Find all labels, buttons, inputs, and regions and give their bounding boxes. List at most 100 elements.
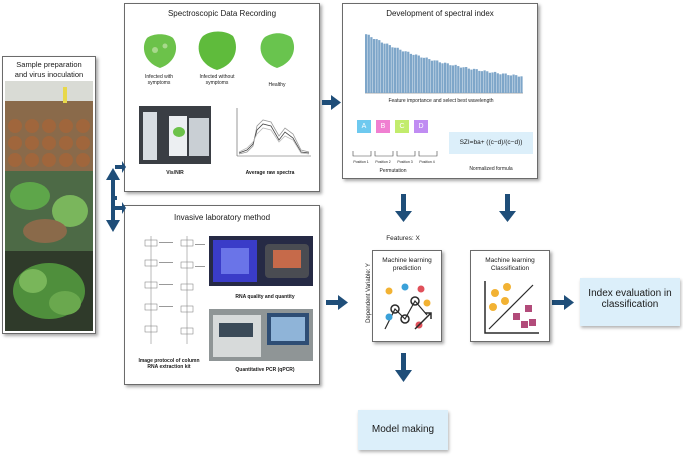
formula-box: SZI=ba+ ((c−d)/(c−d)) xyxy=(449,132,533,154)
ml-class-title-2: Classification xyxy=(490,265,530,272)
sample-title-line1: Sample preparation xyxy=(16,60,82,69)
importance-bar xyxy=(475,69,478,93)
qpcr-label: Quantitative PCR (qPCR) xyxy=(235,367,295,373)
importance-bar xyxy=(433,60,436,93)
feature-importance-chart xyxy=(365,34,523,94)
importance-bar xyxy=(480,71,484,93)
importance-bar xyxy=(407,51,410,93)
model-making-callout: Model making xyxy=(358,410,448,450)
protocol-label-2: RNA extraction kit xyxy=(147,364,191,370)
importance-bar xyxy=(383,43,386,93)
leaf3-label: Healthy xyxy=(268,82,286,88)
importance-bar xyxy=(451,65,455,93)
importance-bar xyxy=(380,42,384,93)
importance-bar xyxy=(512,74,515,93)
sample-title-line2: and virus inoculation xyxy=(14,70,84,79)
ml-prediction-box: Machine learning prediction xyxy=(372,250,442,342)
greenhouse-photo xyxy=(5,81,93,331)
rna-device-photo xyxy=(209,236,313,286)
importance-bar xyxy=(388,45,391,93)
position-3: Position 3 xyxy=(397,160,413,164)
importance-bar xyxy=(478,70,481,93)
importance-bar xyxy=(370,37,373,93)
importance-bar xyxy=(378,40,381,93)
eval-line1: Index evaluation in xyxy=(588,288,672,299)
importance-bar xyxy=(494,71,497,93)
importance-bar xyxy=(365,34,368,93)
importance-bar xyxy=(415,54,418,93)
position-2: Position 2 xyxy=(375,160,391,164)
importance-bar xyxy=(457,66,460,93)
importance-bar xyxy=(436,60,439,93)
invasive-panel: Invasive laboratory method RNA quality a… xyxy=(124,205,320,385)
importance-bar xyxy=(420,57,423,93)
model-label: Model making xyxy=(371,424,435,435)
eval-line2: classification xyxy=(601,299,659,310)
importance-bar xyxy=(386,43,389,93)
average-spectra-plot xyxy=(236,108,311,157)
importance-bar xyxy=(470,69,473,93)
features-label: Features: X xyxy=(386,235,420,242)
importance-bar xyxy=(438,62,441,93)
importance-bar xyxy=(396,47,399,93)
importance-bar xyxy=(367,34,370,93)
letter-a: A xyxy=(357,120,371,133)
sample-preparation-panel: Sample preparation and virus inoculation xyxy=(2,56,96,334)
importance-bar xyxy=(393,47,397,93)
importance-bar xyxy=(399,49,402,93)
importance-bar xyxy=(472,68,476,93)
importance-bar xyxy=(520,76,523,93)
importance-bar xyxy=(430,60,434,93)
position-brackets xyxy=(352,151,438,157)
importance-bar xyxy=(496,73,499,93)
importance-bar xyxy=(499,74,502,93)
visnir-device-photo xyxy=(139,106,211,164)
importance-bar xyxy=(483,70,486,93)
importance-bar xyxy=(417,55,420,93)
importance-bar xyxy=(449,65,452,93)
letter-d: D xyxy=(414,120,428,133)
ml-pred-title-2: prediction xyxy=(392,265,422,272)
importance-bar xyxy=(459,67,463,93)
index-title: Development of spectral index xyxy=(386,9,494,18)
index-evaluation-callout: Index evaluation in classification xyxy=(580,278,680,326)
protocol-label-1: Image protocol of column xyxy=(138,358,200,364)
importance-bar xyxy=(425,57,428,93)
letter-c: C xyxy=(395,120,409,133)
letter-b: B xyxy=(376,120,390,133)
importance-bar xyxy=(401,51,405,93)
importance-bar xyxy=(501,73,505,93)
leaf-infected-no-symptoms xyxy=(198,31,236,70)
importance-bar xyxy=(507,75,510,93)
prediction-icon xyxy=(384,283,432,330)
importance-bar xyxy=(454,64,457,93)
permutation-label: Permutation xyxy=(379,168,407,174)
importance-bar xyxy=(446,63,449,93)
leaf-infected-symptoms xyxy=(143,34,177,68)
importance-bar xyxy=(509,75,513,93)
importance-bar xyxy=(375,39,378,93)
importance-bar xyxy=(488,72,492,93)
leaf-healthy xyxy=(260,33,295,68)
importance-bar xyxy=(404,51,407,93)
spectral-index-panel: Development of spectral index Feature im… xyxy=(342,3,538,179)
classification-icon xyxy=(484,281,539,334)
position-4: Position 4 xyxy=(419,160,435,164)
invasive-title: Invasive laboratory method xyxy=(173,213,271,222)
ml-pred-title-1: Machine learning xyxy=(382,257,432,264)
protocol-diagram xyxy=(144,236,205,344)
importance-bar xyxy=(422,57,426,93)
spectroscopic-panel: Spectroscopic Data Recording Infected wi… xyxy=(124,3,320,192)
position-1: Position 1 xyxy=(353,160,369,164)
importance-bar xyxy=(372,39,376,93)
visnir-label: Vis/NIR xyxy=(166,170,184,176)
importance-bar xyxy=(486,71,489,93)
rna-label: RNA quality and quantity xyxy=(235,294,295,300)
importance-bar xyxy=(409,53,413,93)
ml-class-title-1: Machine learning xyxy=(485,257,535,264)
spectro-title: Spectroscopic Data Recording xyxy=(167,9,277,18)
normalized-label: Normalized formula xyxy=(469,166,513,172)
importance-bar xyxy=(515,75,518,93)
importance-bar xyxy=(462,67,465,93)
